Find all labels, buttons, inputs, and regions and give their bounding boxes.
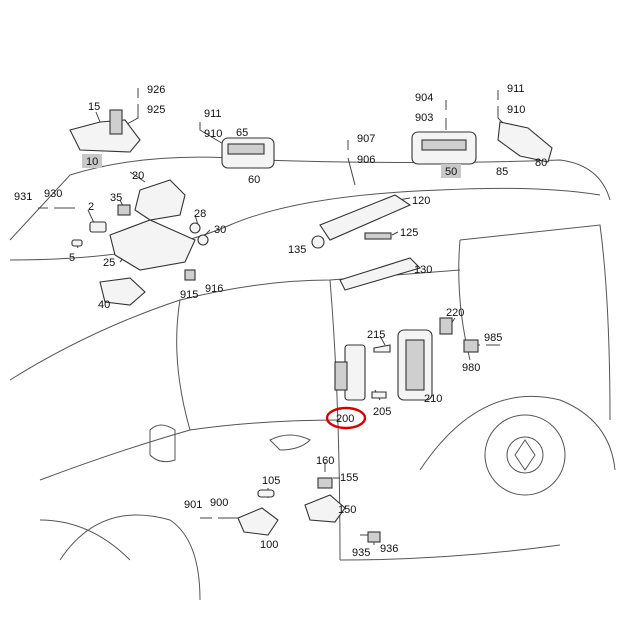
- label-200[interactable]: 200: [336, 413, 354, 425]
- part-labels: 926 925 15 10 911 910 65 60 907 906 904 …: [14, 83, 547, 559]
- highlight-circle-200: [325, 406, 367, 430]
- label-910-a: 910: [204, 128, 222, 140]
- label-215: 215: [367, 329, 385, 341]
- label-10-box: [82, 154, 102, 168]
- label-205: 205: [373, 406, 391, 418]
- label-926: 926: [147, 84, 165, 96]
- label-15: 15: [88, 101, 100, 113]
- label-160: 160: [316, 455, 334, 467]
- label-10: 10: [86, 156, 98, 168]
- label-30: 30: [214, 224, 226, 236]
- label-5: 5: [69, 252, 75, 264]
- label-901: 901: [184, 499, 202, 511]
- label-135: 135: [288, 244, 306, 256]
- label-980: 980: [462, 362, 480, 374]
- label-907: 907: [357, 133, 375, 145]
- label-935: 935: [352, 547, 370, 559]
- label-925: 925: [147, 104, 165, 116]
- part-120-shape: [319, 194, 412, 241]
- label-906: 906: [357, 154, 375, 166]
- label-904: 904: [415, 92, 433, 104]
- label-911-a: 911: [204, 108, 222, 120]
- label-50: 50: [445, 166, 457, 178]
- label-60: 60: [248, 174, 260, 186]
- label-28: 28: [194, 208, 206, 220]
- label-910-b: 910: [507, 104, 525, 116]
- part-200-shape: [344, 344, 366, 401]
- label-125: 125: [400, 227, 418, 239]
- label-105: 105: [262, 475, 280, 487]
- label-40: 40: [98, 299, 110, 311]
- label-65: 65: [236, 127, 248, 139]
- part-80-shape: [497, 121, 553, 163]
- part-10-shape: [69, 119, 141, 153]
- label-936: 936: [380, 543, 398, 555]
- label-50-box: [441, 164, 461, 178]
- label-931: 931: [14, 191, 32, 203]
- label-210: 210: [424, 393, 442, 405]
- label-916: 916: [205, 283, 223, 295]
- label-25: 25: [103, 257, 115, 269]
- label-20: 20: [132, 170, 144, 182]
- label-930: 930: [44, 188, 62, 200]
- parts: [69, 109, 553, 543]
- part-100-shape: [237, 507, 279, 536]
- part-130-shape: [339, 257, 422, 291]
- label-100: 100: [260, 539, 278, 551]
- label-35: 35: [110, 192, 122, 204]
- part-20-shape: [134, 179, 186, 221]
- label-150: 150: [338, 504, 356, 516]
- part-150-shape: [304, 494, 346, 523]
- label-915: 915: [180, 289, 198, 301]
- label-900: 900: [210, 497, 228, 509]
- label-903: 903: [415, 112, 433, 124]
- part-25-shape: [109, 219, 196, 271]
- part-40-shape: [99, 277, 146, 306]
- label-80: 80: [535, 157, 547, 169]
- label-220: 220: [446, 307, 464, 319]
- label-2: 2: [88, 201, 94, 213]
- label-85: 85: [496, 166, 508, 178]
- label-155: 155: [340, 472, 358, 484]
- label-911-b: 911: [507, 83, 525, 95]
- label-120: 120: [412, 195, 430, 207]
- label-130: 130: [414, 264, 432, 276]
- label-985: 985: [484, 332, 502, 344]
